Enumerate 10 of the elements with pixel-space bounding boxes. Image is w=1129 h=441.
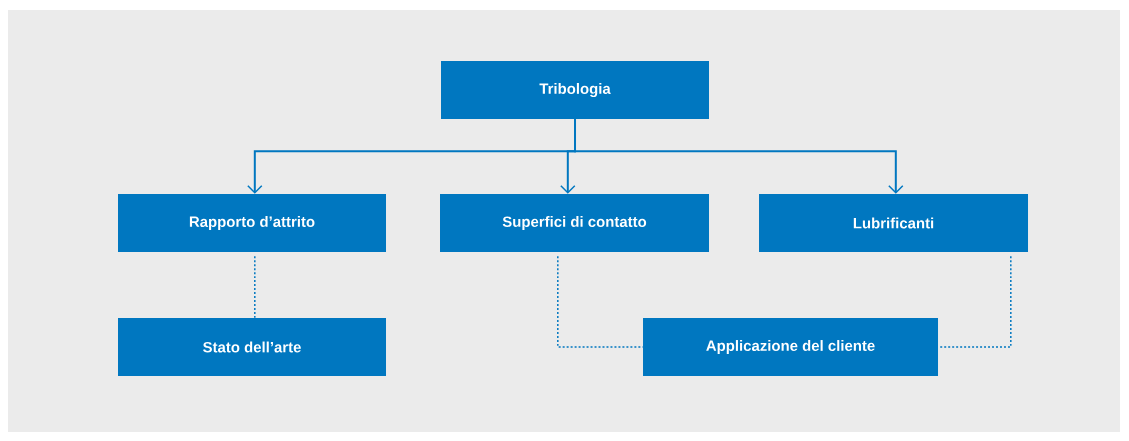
process-box: Lubrificanti	[759, 194, 1028, 252]
process-box: Superfici di contatto	[440, 194, 709, 252]
process-box: Rapporto d’attrito	[118, 194, 386, 252]
process-box: Stato dell’arte	[118, 318, 386, 376]
connector	[254, 255, 256, 319]
process-box: Tribologia	[441, 61, 709, 119]
connector	[557, 255, 644, 348]
process-box: Applicazione del cliente	[643, 318, 938, 376]
connector	[574, 118, 904, 194]
connector	[937, 255, 1012, 348]
